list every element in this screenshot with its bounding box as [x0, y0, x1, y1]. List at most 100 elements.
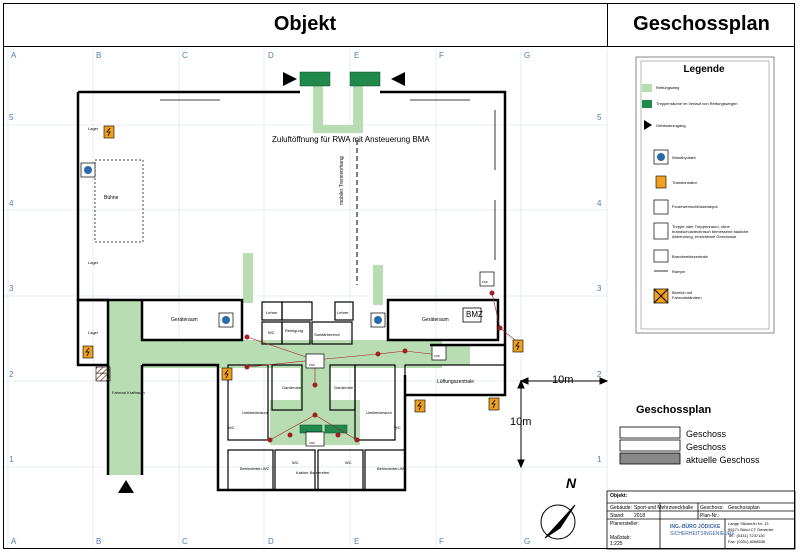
grid-col-g: G — [524, 51, 531, 60]
cleaning-label: Reinigung — [285, 328, 304, 333]
tb-date-label: Stand: — [610, 513, 625, 519]
garage-label: Garage — [97, 371, 108, 375]
fsk-label-2: FSK — [309, 441, 315, 445]
changing-room-1: Umkleideraum — [242, 410, 268, 415]
tb-object-label: Objekt: — [610, 493, 628, 499]
cloakroom-2: Garderobe — [334, 385, 354, 390]
grid-col-f-bottom: F — [439, 537, 444, 546]
grid-col-a: A — [11, 51, 17, 60]
stage-label: Bühne — [104, 195, 119, 201]
legend-item-3: Wandhydrant — [672, 155, 696, 160]
grid-row-4: 4 — [9, 199, 14, 208]
legend-item-5: Feuerwehrschlüsseldepot — [672, 204, 718, 209]
grid-row-5-right: 5 — [597, 113, 602, 122]
tb-fax: Fax: (0331) 8268536 — [728, 539, 766, 544]
tb-floor-label: Geschoss: — [700, 505, 724, 511]
tb-scale-label: Maßstab: — [610, 535, 631, 541]
transformer-icons — [82, 125, 524, 413]
tb-address-1: Lange Stücke/in Nr. 13 — [728, 521, 769, 526]
stage-outline — [94, 159, 144, 243]
sanitary-label: Sanitärbereich — [314, 332, 340, 337]
storage-label-3: Lager — [88, 330, 99, 335]
grid-row-2-right: 2 — [597, 370, 602, 379]
bicycle-label: Fahrrad Kraftraum — [112, 390, 145, 395]
bmz-box — [462, 307, 482, 323]
fire-alarm-dots — [244, 290, 503, 443]
fsk-label-3: FSK — [434, 354, 440, 358]
grid-col-b: B — [96, 51, 102, 60]
grid-col-d-bottom: D — [268, 537, 274, 546]
legend-item-9: Bereich mit Fahrradständern — [672, 290, 702, 300]
windows — [160, 99, 496, 260]
fsk-label-4: FSK — [482, 280, 488, 284]
grid-row-4-right: 4 — [597, 199, 602, 208]
grid-col-f: F — [439, 51, 444, 60]
object-title: Objekt — [3, 3, 608, 47]
legend-panel — [635, 56, 775, 334]
ventilation-label: Lüftungszentrale — [437, 379, 474, 385]
bmz-label: BMZ — [466, 310, 483, 319]
floor-levels — [619, 426, 681, 465]
grid-lines — [5, 49, 608, 548]
wc-label-2: WC — [228, 425, 235, 430]
partition-label: mobiler Trennvorhang — [339, 156, 345, 205]
bicycle-area — [95, 366, 111, 382]
grid-col-e-bottom: E — [354, 537, 360, 546]
disabled-wc-1: Behinderten-WC — [240, 466, 270, 471]
fsk-label-1: FSK — [309, 363, 315, 367]
north-label: N — [566, 475, 577, 491]
dimension-horizontal: 10m — [552, 374, 574, 386]
floor-item-1: Geschoss — [686, 442, 727, 452]
grid-col-c-bottom: C — [182, 537, 188, 546]
legend-title: Legende — [683, 64, 725, 75]
north-arrow — [540, 504, 576, 540]
disabled-wc-2: Behinderten-WC — [377, 466, 407, 471]
wc-label-4: WC — [292, 460, 299, 465]
wc-label-5: WC — [345, 460, 352, 465]
grid-col-e: E — [354, 51, 360, 60]
grid-col-a-bottom: A — [11, 537, 17, 546]
teacher-room-1: Lehrer — [266, 310, 278, 315]
tb-floor-value: Geschossplan — [728, 505, 760, 511]
grid-col-d: D — [268, 51, 274, 60]
legend-item-2: Gebäudezugang — [656, 123, 686, 128]
tb-phone: Tel.: (0331) 7237130 — [728, 533, 765, 538]
grid-row-1-right: 1 — [597, 455, 602, 464]
tb-company-sub: SICHERHEITSINGENIEURE — [670, 531, 735, 537]
entrance-arrow-left — [283, 72, 297, 86]
legend-item-4: Transformator — [672, 180, 697, 185]
dimension-vertical: 10m — [510, 416, 532, 428]
equipment-room-2: Geräteraum — [422, 317, 449, 323]
legend-item-8: Rampe — [672, 269, 685, 274]
legend-item-6: Treppe oder Treppenraum, ohne brandschut… — [672, 224, 749, 239]
grid-row-3: 3 — [9, 284, 14, 293]
wc-label-3: WC — [394, 425, 401, 430]
wc-label-1: WC — [268, 330, 275, 335]
title-block — [606, 490, 796, 550]
tb-building-label: Gebäude: — [610, 505, 632, 511]
floor-item-0: Geschoss — [686, 429, 727, 439]
changing-room-2: Umkleideraum — [366, 410, 392, 415]
fsk-boxes — [305, 271, 495, 447]
entrance-arrow-right — [391, 72, 405, 86]
grid-row-2: 2 — [9, 370, 14, 379]
cloakroom-1: Garderobe — [282, 385, 302, 390]
cabin-label: Kabine Barrierefrei — [296, 470, 330, 475]
plan-title: Geschossplan — [608, 3, 795, 47]
grid-col-b-bottom: B — [96, 537, 102, 546]
storage-label-2: Lager — [88, 260, 99, 265]
entrance-arrow-bottom — [118, 480, 134, 493]
grid-row-5: 5 — [9, 113, 14, 122]
storage-label-1: Lager — [88, 126, 99, 131]
legend-item-1: Treppenräume im Verlauf von Rettungswege… — [656, 101, 738, 106]
legend-item-0: Rettungsweg — [656, 85, 680, 90]
grid-col-c: C — [182, 51, 188, 60]
tb-address-2: 99171 Bünd CT Gewerbe — [728, 527, 774, 532]
rwa-label: Zuluftöffnung für RWA mit Ansteuerung BM… — [272, 135, 430, 144]
tb-building-value: Sport-und Mehrzweckhalle — [634, 505, 694, 511]
drawing-frame — [3, 3, 795, 549]
legend-icons — [642, 84, 669, 304]
tb-author-label: Planersteller: — [610, 521, 640, 527]
grid-row-3-right: 3 — [597, 284, 602, 293]
